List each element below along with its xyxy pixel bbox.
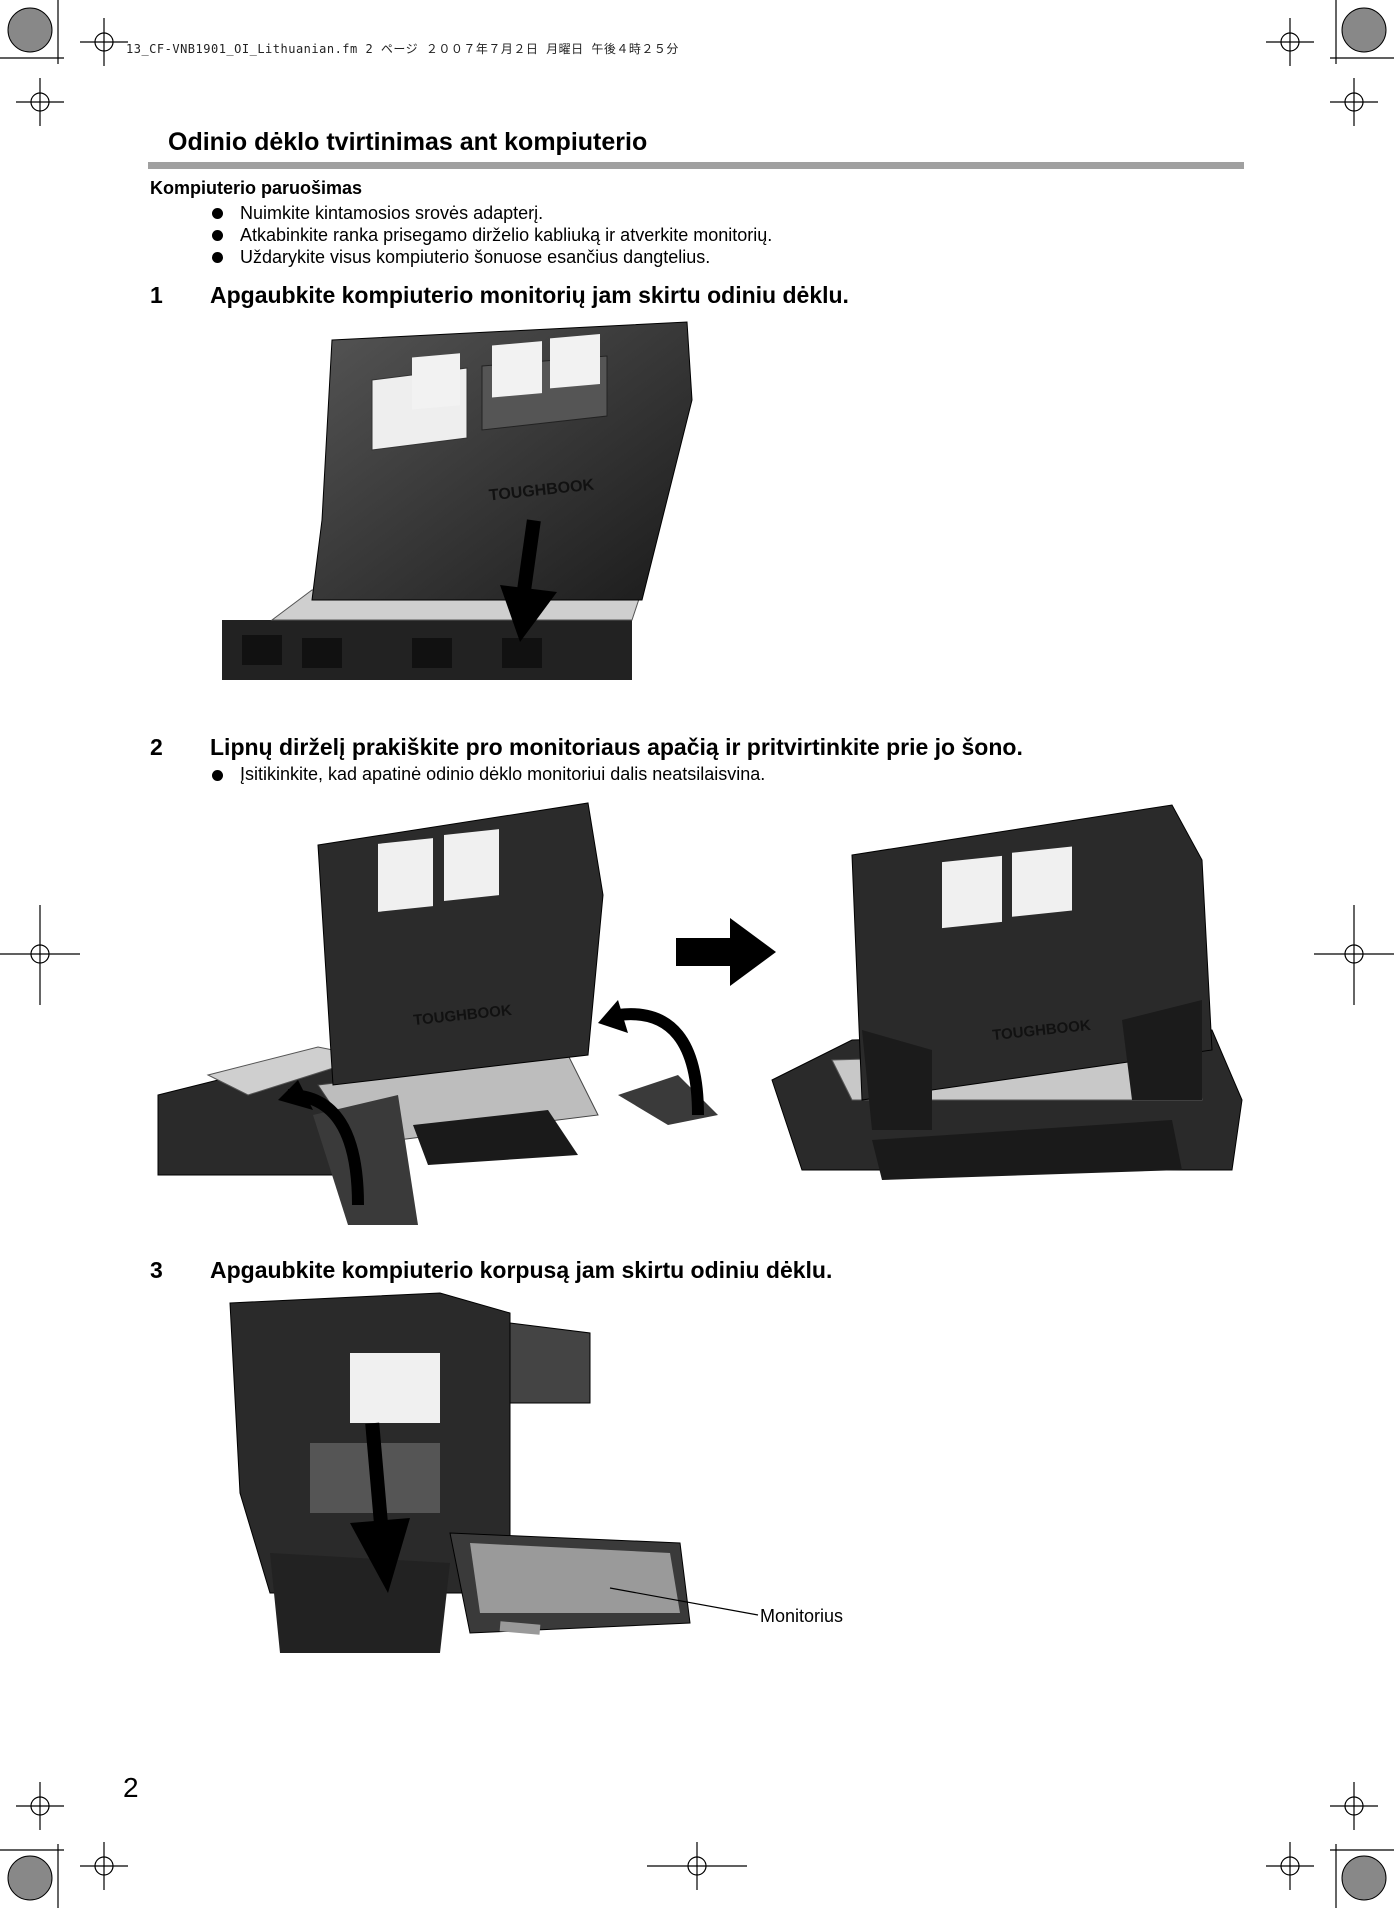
illustration-step-3	[229, 1292, 759, 1653]
step-3: 3 Apgaubkite kompiuterio korpusą jam ski…	[150, 1257, 1250, 1287]
section-title: Odinio dėklo tvirtinimas ant kompiuterio	[168, 128, 648, 156]
step-number: 2	[150, 734, 163, 760]
step-number: 1	[150, 282, 163, 308]
page-number: 2	[123, 1772, 139, 1803]
right-arrow-icon	[676, 918, 776, 986]
step-text: Apgaubkite kompiuterio korpusą jam skirt…	[210, 1257, 833, 1283]
list-item: Atkabinkite ranka prisegamo dirželio kab…	[212, 224, 772, 246]
step-text: Apgaubkite kompiuterio monitorių jam ski…	[210, 282, 849, 308]
list-item: Nuimkite kintamosios srovės adapterį.	[212, 202, 772, 224]
monitor-callout-label: Monitorius	[760, 1606, 844, 1626]
callout-leader-line	[609, 1587, 759, 1616]
down-arrow-icon	[500, 519, 557, 642]
title-divider	[148, 162, 1244, 169]
preparation-heading: Kompiuterio paruošimas	[150, 178, 363, 198]
illustration-step-2-after: TOUGHBOOK	[771, 804, 1243, 1180]
step-text: Lipnų dirželį prakiškite pro monitoriaus…	[210, 734, 1023, 760]
illustration-step-2-before: TOUGHBOOK	[157, 802, 718, 1225]
illustration-step-1: TOUGHBOOK	[222, 321, 693, 680]
print-header: 13_CF-VNB1901_OI_Lithuanian.fm 2 ページ ２００…	[126, 42, 679, 56]
step-2-note: Įsitikinkite, kad apatinė odinio dėklo m…	[212, 764, 765, 785]
step-1: 1 Apgaubkite kompiuterio monitorių jam s…	[150, 282, 1250, 312]
step-2: 2 Lipnų dirželį prakiškite pro monitoria…	[150, 734, 1300, 764]
list-item: Uždarykite visus kompiuterio šonuose esa…	[212, 246, 772, 268]
down-arrow-icon	[350, 1422, 410, 1593]
step-number: 3	[150, 1257, 163, 1283]
preparation-bullet-list: Nuimkite kintamosios srovės adapterį. At…	[212, 202, 772, 268]
